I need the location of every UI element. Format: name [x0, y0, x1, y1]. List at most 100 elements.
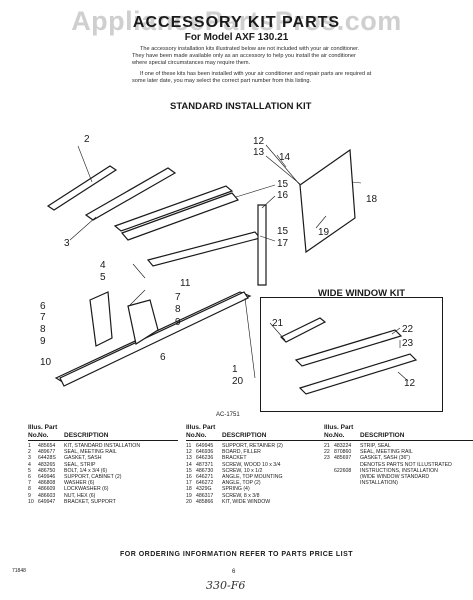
table-row: 14 487371 SCREW, WOOD 10 x 3/4	[186, 462, 336, 468]
column-header: No. No. DESCRIPTION	[28, 432, 178, 441]
part-wide-meeting-rail	[294, 329, 403, 367]
part-description: BOLT, 1/4 x 3/4 (6)	[64, 467, 108, 474]
part-seal-meeting-rail	[46, 165, 118, 211]
illus-number: 7	[28, 480, 31, 487]
table-row: INSTALLATION)	[324, 480, 473, 486]
part-support-bracket-top	[59, 291, 249, 387]
part-cabinet-support-2	[127, 299, 159, 345]
page-number: 6	[232, 569, 236, 575]
callout-11: 11	[180, 278, 191, 289]
callout-5: 5	[100, 272, 106, 283]
callout-6: 6	[40, 301, 46, 312]
part-number: 486609	[38, 486, 56, 493]
part-number: 486730	[196, 467, 214, 474]
illus-number: 19	[186, 492, 192, 499]
part-description: SEAL, MEETING RAIL	[360, 449, 413, 456]
part-description: WASHER (6)	[64, 480, 95, 487]
callout-6b: 6	[160, 352, 166, 363]
watermark: AppliancePartsPros.com	[71, 6, 402, 36]
callout-8b: 8	[175, 304, 181, 315]
part-description: SUPPORT, RETAINER (2)	[222, 443, 283, 449]
part-wide-gasket-sash	[298, 353, 418, 395]
part-description: KIT, STANDARD INSTALLATION	[64, 443, 141, 449]
callout-14: 14	[279, 152, 291, 163]
part-number: 486750	[38, 467, 56, 474]
illus-number: 8	[28, 486, 31, 493]
part-number: 489677	[38, 449, 56, 456]
part-number: 483265	[38, 461, 56, 468]
part-number: 486317	[196, 492, 214, 499]
page-title: ACCESSORY KIT PARTS	[132, 14, 341, 31]
part-number: 4329G	[196, 486, 212, 493]
part-filler-board	[299, 148, 356, 254]
model-subtitle: For Model AXF 130.21	[184, 32, 289, 43]
table-row: 5 486750 BOLT, 1/4 x 3/4 (6)	[28, 468, 178, 474]
callout-15: 15	[277, 179, 289, 190]
part-cabinet-support	[89, 291, 113, 347]
illus-number: 22	[324, 449, 330, 456]
part-number: 485697	[334, 455, 352, 462]
part-number: 649945	[196, 443, 214, 449]
column-header-top: Illus. Part	[186, 424, 216, 431]
part-number: 485866	[196, 498, 214, 505]
part-description: SCREW, 8 x 3/8	[222, 492, 260, 499]
part-description: GASKET, SASH (36")	[360, 455, 410, 462]
part-number: 646272	[196, 480, 214, 487]
callout-8: 8	[40, 324, 46, 335]
table-row: (WIDE WINDOW STANDARD	[324, 474, 473, 480]
illus-number: 11	[186, 443, 192, 449]
illus-number: 5	[28, 467, 31, 474]
part-description: SPRING (4)	[222, 486, 250, 493]
part-number: 649946	[38, 474, 56, 481]
part-description: BRACKET	[222, 455, 247, 462]
part-number: 486603	[38, 492, 56, 499]
intro-paragraph-1: The accessory installation kits illustra…	[132, 46, 360, 66]
part-description: GASKET, SASH	[64, 455, 102, 462]
illus-number: 6	[28, 474, 31, 481]
illus-number: 9	[28, 492, 31, 499]
part-description: LOCKWASHER (6)	[64, 486, 109, 493]
part-number: 487371	[196, 461, 214, 468]
diagram-code: AC-1751	[216, 412, 240, 418]
part-description: ANGLE, TOP (2)	[222, 480, 261, 487]
handwritten-note: 330-F6	[206, 579, 246, 592]
part-description: SEAL, STRIP	[64, 461, 96, 468]
callout-7b: 7	[175, 292, 181, 303]
callout-7: 7	[40, 312, 46, 323]
part-description: INSTRUCTIONS, INSTALLATION	[360, 467, 438, 474]
part-description: BOARD, FILLER	[222, 449, 261, 456]
part-seal-strip	[113, 185, 234, 232]
part-description: SCREW, WOOD 10 x 3/4	[222, 461, 281, 468]
document-code: 71848	[12, 568, 26, 574]
callout-23: 23	[402, 338, 414, 349]
illus-number: 12	[186, 449, 192, 456]
intro-text: The accessory installation kits illustra…	[132, 46, 372, 89]
part-description: SEAL, MEETING RAIL	[64, 449, 117, 456]
part-description: BRACKET, SUPPORT	[64, 498, 116, 505]
illus-number: 15	[186, 467, 192, 474]
callout-15b: 15	[277, 226, 289, 237]
part-number: 483224	[334, 443, 352, 449]
illus-number: 21	[324, 443, 330, 449]
callout-1: 1	[232, 364, 238, 375]
illus-number: 14	[186, 461, 192, 468]
ordering-notice: FOR ORDERING INFORMATION REFER TO PARTS …	[119, 551, 354, 558]
callout-20: 20	[232, 376, 244, 387]
callout-2: 2	[84, 134, 90, 145]
column-header: No. No. DESCRIPTION	[324, 432, 473, 441]
illus-number: 1	[28, 443, 31, 449]
column-header-top: Illus. Part	[28, 424, 58, 431]
